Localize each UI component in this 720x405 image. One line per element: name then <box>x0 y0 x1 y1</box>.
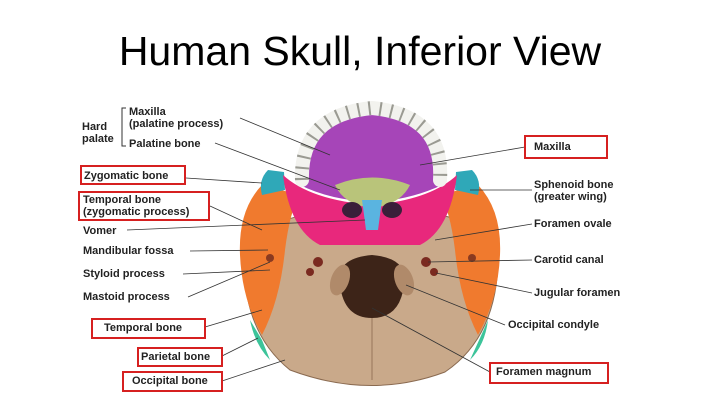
vomer-shape <box>362 200 382 230</box>
label-mandibular-fossa: Mandibular fossa <box>83 245 174 257</box>
label-styloid-process: Styloid process <box>83 268 165 280</box>
label-zygomatic-bone: Zygomatic bone <box>84 170 169 182</box>
highlight-box-parietal-bone <box>137 347 223 367</box>
label-sphenoid-greater-wing: Sphenoid bone (greater wing) <box>534 179 614 203</box>
zygomatic-bone-right-shape <box>455 170 480 195</box>
label-foramen-magnum: Foramen magnum <box>496 366 592 378</box>
label-jugular-foramen: Jugular foramen <box>534 287 621 299</box>
label-maxilla-palatine-process: Maxilla (palatine process) <box>129 106 224 130</box>
label-temporal-bone: Temporal bone <box>104 322 183 334</box>
label-maxilla: Maxilla <box>534 141 571 153</box>
label-occipital-condyle: Occipital condyle <box>508 319 600 331</box>
parietal-bone-left-shape <box>250 320 270 360</box>
label-carotid-canal: Carotid canal <box>534 254 604 266</box>
label-foramen-ovale: Foramen ovale <box>534 218 612 230</box>
label-vomer: Vomer <box>83 225 117 237</box>
maxilla-shape <box>300 112 442 202</box>
highlight-box-temporal-bone <box>91 318 206 339</box>
label-temporal-zygomatic-process: Temporal bone (zygomatic process) <box>83 194 190 218</box>
highlight-box-temporal-zygomatic <box>78 191 210 221</box>
foramen-magnum-shape <box>339 255 405 318</box>
label-hard-palate: Hard palate <box>82 121 114 145</box>
highlight-box-occipital-bone <box>122 371 223 392</box>
label-occipital-bone: Occipital bone <box>132 375 208 387</box>
highlight-box-maxilla <box>524 135 608 159</box>
zygomatic-bone-left-shape <box>260 170 285 195</box>
slide-title: Human Skull, Inferior View <box>118 28 602 74</box>
palatine-bone-shape <box>335 177 410 208</box>
highlight-box-zygomatic <box>80 165 186 185</box>
highlight-box-foramen-magnum <box>489 362 609 384</box>
label-parietal-bone: Parietal bone <box>141 351 211 363</box>
label-mastoid-process: Mastoid process <box>83 291 170 303</box>
label-palatine-bone: Palatine bone <box>129 138 201 150</box>
